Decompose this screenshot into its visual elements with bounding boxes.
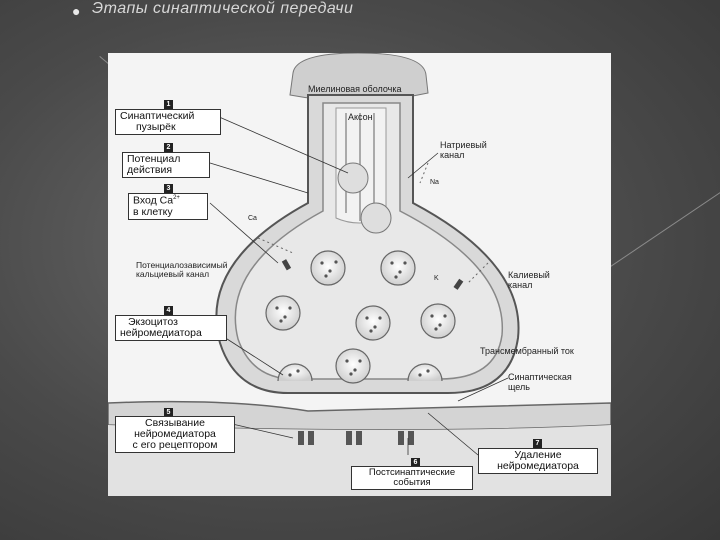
- label-na-ion: Na: [430, 179, 439, 186]
- step-number-6: 6: [411, 458, 420, 467]
- transport-vesicle: [337, 162, 369, 194]
- slide-title: Этапы синаптической передачи: [92, 0, 354, 17]
- step-number-4: 4: [164, 306, 173, 315]
- label-k-ion: K: [434, 275, 439, 282]
- leader-lines: [209, 112, 509, 456]
- ion-flow: [257, 162, 489, 284]
- step-number-3: 3: [164, 184, 173, 193]
- label-axon: Аксон: [348, 112, 373, 122]
- step-box-calcium-entry: Вход Ca2+ в клетку: [128, 193, 208, 220]
- step-number-7: 7: [533, 439, 542, 448]
- synapse-diagram: [108, 53, 611, 496]
- title-bullet: ●: [72, 3, 81, 19]
- transport-vesicle: [360, 202, 392, 234]
- calcium-channel: [281, 259, 292, 271]
- step-number-5: 5: [164, 408, 173, 417]
- label-myelin: Миелиновая оболочка: [308, 84, 402, 94]
- receptors: [298, 431, 414, 445]
- step-number-2: 2: [164, 143, 173, 152]
- label-ca-ion: Ca: [248, 215, 257, 222]
- potassium-channel: [453, 278, 464, 290]
- step-number-1: 1: [164, 100, 173, 109]
- neurotransmitter-dots: [275, 260, 447, 377]
- synaptic-vesicles: [265, 250, 456, 384]
- label-transmembrane-current: Трансмембранный ток: [480, 346, 574, 356]
